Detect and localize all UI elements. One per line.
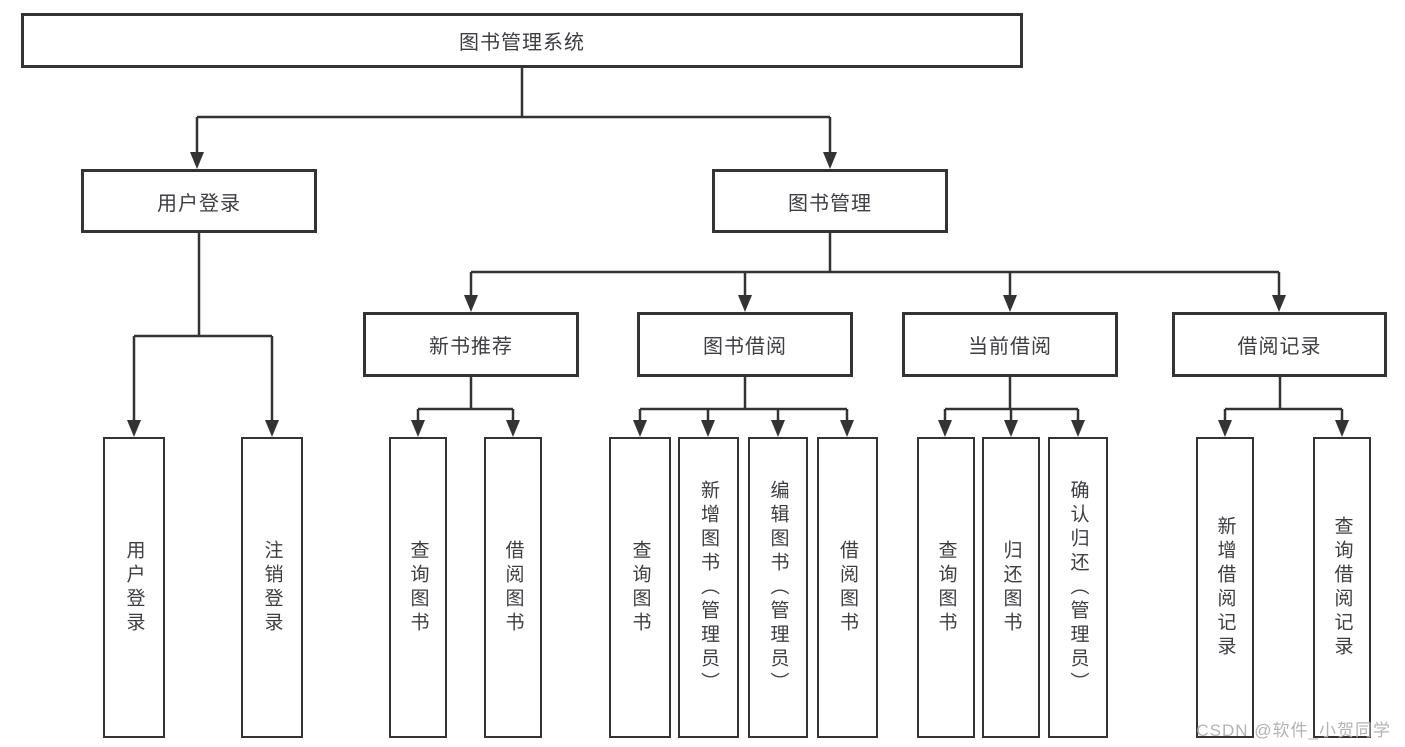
node-label: 当前借阅: [968, 336, 1052, 358]
connector-user-login-children: [127, 233, 279, 437]
leaf-records-query: 查询借阅记录: [1313, 437, 1371, 738]
node-label: 确认归还（管理员）: [1067, 479, 1089, 696]
node-book-management: 图书管理: [712, 169, 948, 233]
node-label: 归还图书: [1000, 539, 1022, 636]
connector-current-borrow-children: [938, 377, 1085, 437]
connector-book-management-children: [464, 233, 1286, 312]
leaf-newbooks-borrow: 借阅图书: [484, 437, 542, 738]
node-label: 查询图书: [407, 539, 429, 636]
leaf-current-confirm-admin: 确认归还（管理员）: [1048, 437, 1108, 738]
leaf-records-add: 新增借阅记录: [1196, 437, 1254, 738]
node-label: 用户登录: [123, 539, 145, 636]
leaf-borrow-query: 查询图书: [609, 437, 671, 738]
node-label: 查询借阅记录: [1331, 515, 1353, 660]
leaf-current-return: 归还图书: [982, 437, 1040, 738]
node-label: 新增借阅记录: [1214, 515, 1236, 660]
node-root: 图书管理系统: [21, 13, 1023, 68]
node-current-borrow: 当前借阅: [902, 312, 1118, 377]
connector-new-books-children: [411, 377, 520, 437]
leaf-borrow-add-admin: 新增图书（管理员）: [678, 437, 739, 738]
node-label: 借阅记录: [1237, 336, 1322, 358]
node-label: 借阅图书: [837, 539, 858, 636]
leaf-borrow-book: 借阅图书: [817, 437, 878, 738]
node-label: 新增图书（管理员）: [698, 479, 719, 696]
node-label: 注销登录: [261, 539, 283, 636]
leaf-user-login: 用户登录: [103, 437, 165, 738]
node-user-login: 用户登录: [81, 169, 317, 233]
leaf-newbooks-query: 查询图书: [389, 437, 447, 738]
node-book-borrow: 图书借阅: [637, 312, 853, 377]
leaf-current-query: 查询图书: [917, 437, 975, 738]
connector-book-borrow-children: [633, 377, 854, 437]
node-new-book-recommend: 新书推荐: [363, 312, 579, 377]
node-label: 查询图书: [629, 539, 651, 636]
node-label: 图书借阅: [703, 336, 787, 358]
leaf-logout: 注销登录: [241, 437, 303, 738]
node-label: 图书管理系统: [459, 32, 585, 54]
node-label: 新书推荐: [429, 336, 513, 358]
node-borrow-records: 借阅记录: [1172, 312, 1387, 377]
node-label: 用户登录: [157, 192, 241, 215]
csdn-watermark: CSDN @软件_小贺同学: [1196, 721, 1391, 740]
connector-borrow-records-children: [1218, 377, 1349, 437]
node-label: 编辑图书（管理员）: [767, 479, 789, 696]
leaf-borrow-edit-admin: 编辑图书（管理员）: [748, 437, 808, 738]
node-label: 图书管理: [788, 192, 872, 215]
node-label: 查询图书: [935, 539, 957, 636]
node-label: 借阅图书: [502, 539, 524, 636]
connector-root-branches: [190, 68, 837, 169]
